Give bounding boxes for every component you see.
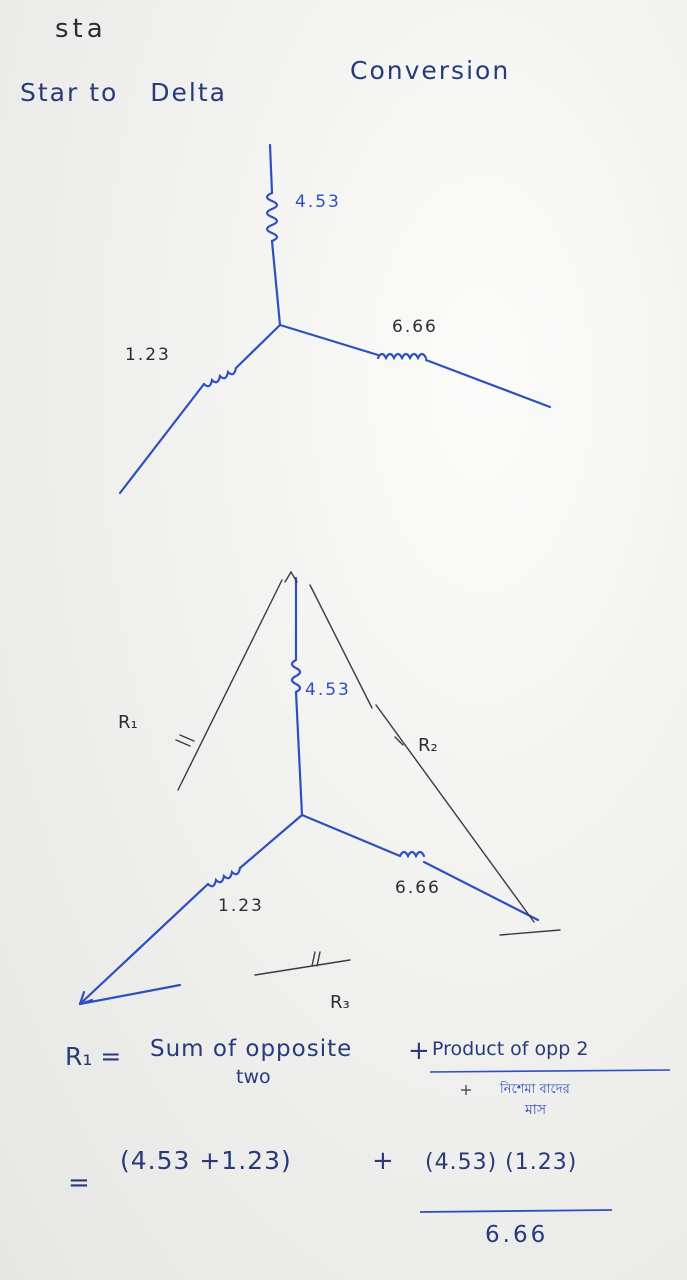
star-top-wire [268,143,274,195]
delta-r3-line [254,959,351,976]
r3-tick-marks [311,951,321,967]
formula-line2-numerator: (4.53) (1.23) [425,1150,578,1175]
delta-left-wire-inner [238,813,304,870]
delta-right-wire-inner [300,813,402,858]
star-right-wire [278,323,380,357]
delta-right-wire-outer [422,860,540,922]
formula-plus: + [408,1036,430,1066]
formula-sum-text: Sum of opposite [150,1036,353,1062]
star-top-wire-lower [270,239,282,327]
star-r-left-label: 1.23 [125,345,171,365]
delta-r2-line-b [375,704,535,923]
formula-line2-denominator: 6.66 [485,1222,549,1248]
delta-left-resistor [206,866,242,888]
delta-network [78,576,540,1006]
r1-tick-marks [175,734,195,747]
star-r-right-label: 6.66 [392,317,438,337]
delta-triangle-lines [175,570,561,976]
delta-bottom-right-curve [499,929,561,936]
delta-r-right-label: 6.66 [395,878,441,898]
star-left-wire-outer [118,382,206,495]
star-right-resistor [376,352,428,361]
r2-tick-mark [394,736,404,746]
page-title: Star to Delta Conversion [20,56,508,107]
delta-bottom-wire [78,983,182,1006]
plus-mark [461,1085,471,1095]
fraction-bar-numeric [419,1209,613,1213]
delta-r1-line [177,579,283,791]
delta-r1-label: R₁ [118,712,138,733]
title-conversion: Conversion [350,56,511,85]
formula-line2-plus: + [372,1146,394,1176]
formula-bengali-line2: মাস [525,1102,547,1118]
star-left-resistor [202,366,238,388]
formula-bengali-line1: নিশেমা বাদের [500,1082,570,1097]
delta-left-wire-outer [78,882,210,1006]
formula-line2-eq: = [68,1168,90,1198]
title-delta: Delta [150,78,227,107]
delta-top-wire-lower [294,690,304,817]
delta-r2-line-a [309,584,373,709]
star-top-resistor [265,191,279,243]
formula-line2-sum: (4.53 +1.23) [120,1146,292,1175]
delta-r-top-label: 4.53 [305,680,351,700]
formula-product-text: Product of opp 2 [432,1038,589,1060]
star-right-wire-outer [424,358,552,409]
scribble-text: sta [55,14,107,44]
delta-top-resistor [290,658,302,694]
delta-right-resistor [398,850,426,859]
delta-r2-label: R₂ [418,735,438,756]
fraction-bar-product [429,1069,671,1073]
title-star-to: Star to [20,78,119,107]
formula-two-text: two [236,1066,271,1088]
formula-lhs: R₁ = [65,1042,122,1071]
star-r-top-label: 4.53 [295,192,341,212]
star-network [118,143,552,495]
delta-r3-label: R₃ [330,992,350,1013]
star-left-wire-inner [234,323,282,370]
delta-r-left-label: 1.23 [218,896,264,916]
delta-apex-mark [284,570,298,583]
